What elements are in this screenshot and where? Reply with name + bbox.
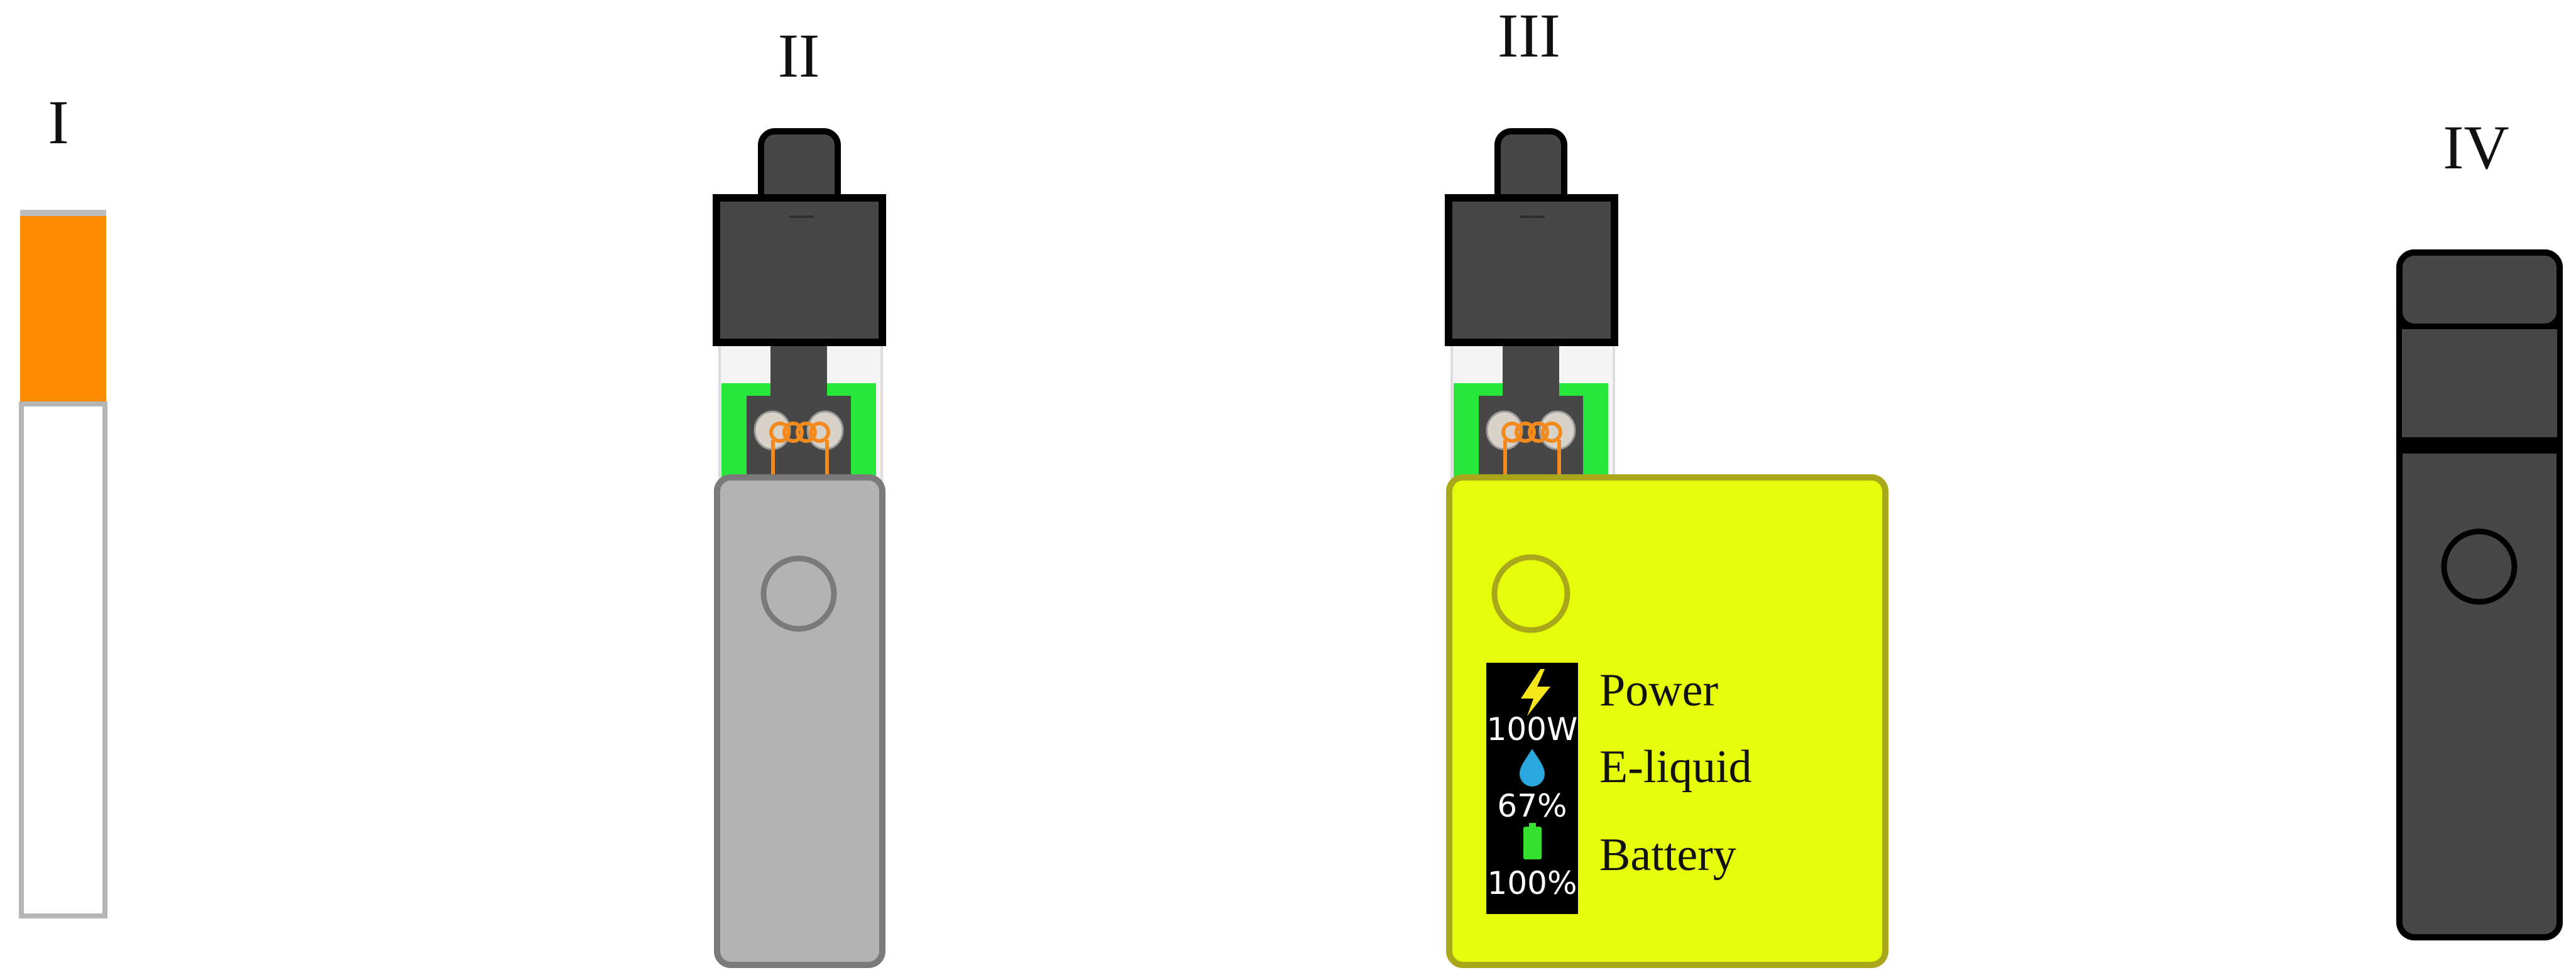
device-i-label: I (48, 87, 69, 157)
pod-seam (2399, 440, 2560, 454)
pod-cap (2396, 249, 2563, 330)
device-iv-pod: IV (2396, 112, 2563, 940)
battery-label: Battery (1599, 829, 1736, 881)
cigarette-paper (19, 401, 107, 918)
droplet-icon (1520, 749, 1545, 787)
power-value: 100W (1487, 711, 1578, 748)
pen-body (714, 474, 885, 968)
device-iii-label: III (1498, 1, 1560, 70)
eliquid-value: 67% (1497, 788, 1567, 824)
cigarette-filter (20, 212, 106, 402)
eliquid-label: E-liquid (1599, 741, 1752, 793)
chimney (770, 339, 827, 415)
cartridge-top (1445, 194, 1618, 346)
device-i-cigarette: I (19, 87, 107, 918)
device-ii-label: II (778, 21, 820, 90)
fire-button (1491, 554, 1570, 633)
fire-button (2441, 528, 2518, 605)
coil (1486, 410, 1576, 484)
device-ii-pen: II (713, 21, 886, 968)
lightning-icon (1521, 669, 1550, 716)
chimney (1503, 339, 1559, 415)
device-iv-label: IV (2443, 112, 2509, 182)
coil (754, 410, 844, 484)
cartridge-top (713, 194, 886, 346)
battery-icon (1523, 823, 1542, 859)
fire-button (760, 555, 837, 632)
battery-value: 100% (1488, 865, 1577, 901)
pod-cartridge (2397, 324, 2562, 442)
power-label: Power (1599, 665, 1718, 716)
cigarette-filter-top (20, 210, 106, 216)
device-iii-box-mod: III 100W 67% (1445, 1, 1888, 968)
